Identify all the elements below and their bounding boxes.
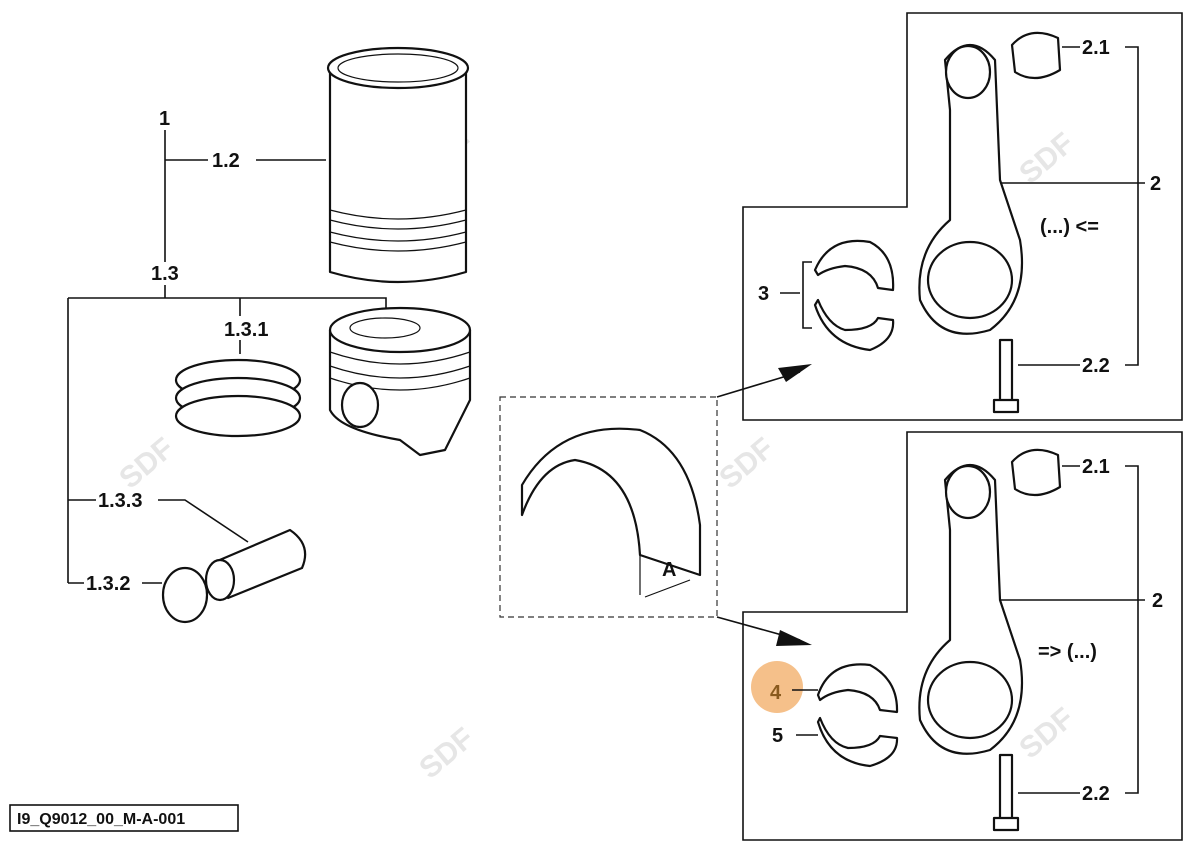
label-2-2-bottom[interactable]: 2.2 [1082,783,1110,805]
label-2-2-top[interactable]: 2.2 [1082,355,1110,377]
label-1-2[interactable]: 1.2 [212,150,240,172]
label-4-highlighted[interactable]: 4 [770,682,782,704]
rod-bolt[interactable] [992,753,1020,832]
bearing-shell-5[interactable] [816,716,899,768]
con-rod-panel-bottom: 2.1 2 => (...) 4 5 2.2 [742,431,1183,841]
label-2-1-top[interactable]: 2.1 [1082,37,1110,59]
watermark: SDF [1013,702,1080,766]
piston-rings[interactable] [174,358,302,438]
label-2-1-bottom[interactable]: 2.1 [1082,456,1110,478]
drawing-id: I9_Q9012_00_M-A-001 [17,811,185,828]
label-2-bottom[interactable]: 2 [1152,590,1163,612]
piston-pin[interactable] [204,528,307,602]
note-top: (...) <= [1040,216,1099,238]
connecting-rod[interactable] [918,44,1024,335]
rod-bolt[interactable] [992,338,1020,414]
label-3[interactable]: 3 [758,283,769,305]
con-rod-panel-top: 2.1 2 (...) <= 3 2.2 [742,12,1183,421]
connecting-rod[interactable] [918,464,1024,755]
watermark: SDF [713,432,780,496]
label-detail-a: A [662,559,676,581]
arrow-icon [776,630,812,646]
bearing-shells-3[interactable] [813,239,895,352]
highlight-marker [751,661,803,713]
arrow-icon [778,364,812,382]
small-end-bushing[interactable] [1010,448,1062,497]
bearing-shell-4[interactable] [816,663,899,714]
label-1-3-3[interactable]: 1.3.3 [98,490,142,512]
cylinder-liner[interactable] [326,46,470,284]
small-end-bushing[interactable] [1010,31,1062,80]
piston[interactable] [328,306,472,457]
drawing-id-box: I9_Q9012_00_M-A-001 [9,804,239,832]
watermark: SDF [1013,127,1080,191]
label-5[interactable]: 5 [772,725,783,747]
note-bottom: => (...) [1038,641,1097,663]
leader-lines-left [67,130,387,584]
watermark: SDF [113,432,180,496]
label-1-3[interactable]: 1.3 [151,263,179,285]
bearing-detail-box: A [499,364,812,646]
label-1-3-2[interactable]: 1.3.2 [86,573,130,595]
label-2-top[interactable]: 2 [1150,173,1161,195]
label-1-3-1[interactable]: 1.3.1 [224,319,268,341]
watermark: SDF [413,722,480,786]
label-1[interactable]: 1 [159,108,170,130]
circlip[interactable] [161,566,209,624]
